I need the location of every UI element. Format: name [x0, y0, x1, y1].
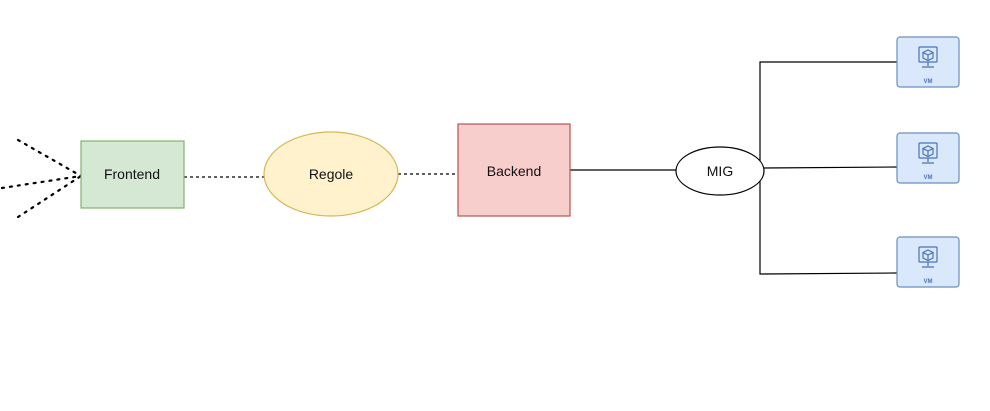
vm-monitor-icon	[918, 142, 938, 164]
regole-node[interactable]: Regole	[263, 131, 399, 217]
frontend-label: Frontend	[104, 166, 160, 182]
vm-label: VM	[924, 279, 933, 285]
backend-node[interactable]: Backend	[457, 123, 571, 217]
backend-label: Backend	[487, 163, 541, 179]
incoming-connections	[0, 138, 83, 219]
edge-mig-vm-1	[759, 61, 897, 170]
edge-mig-vm-2	[762, 166, 898, 169]
incoming-edge-top	[16, 138, 83, 178]
mig-vm-connections	[759, 61, 898, 275]
vm-node-3[interactable]: VM	[896, 236, 960, 288]
vm-monitor-icon	[918, 46, 938, 68]
vm-node-1[interactable]: VM	[896, 36, 960, 88]
mig-label: MIG	[707, 163, 733, 179]
mig-node[interactable]: MIG	[675, 146, 765, 196]
vm-label: VM	[924, 175, 933, 181]
vm-node-2[interactable]: VM	[896, 132, 960, 184]
edge-mig-vm-3	[759, 170, 898, 275]
incoming-edge-middle	[0, 174, 83, 190]
backend-box	[457, 123, 571, 217]
vm-monitor-icon	[918, 246, 938, 268]
vm-label: VM	[924, 79, 933, 85]
frontend-box	[80, 140, 185, 209]
regole-label: Regole	[309, 166, 354, 182]
frontend-node[interactable]: Frontend	[80, 140, 185, 209]
mig-ellipse	[675, 146, 765, 196]
incoming-edge-bottom	[16, 174, 83, 219]
regole-ellipse	[263, 131, 399, 217]
